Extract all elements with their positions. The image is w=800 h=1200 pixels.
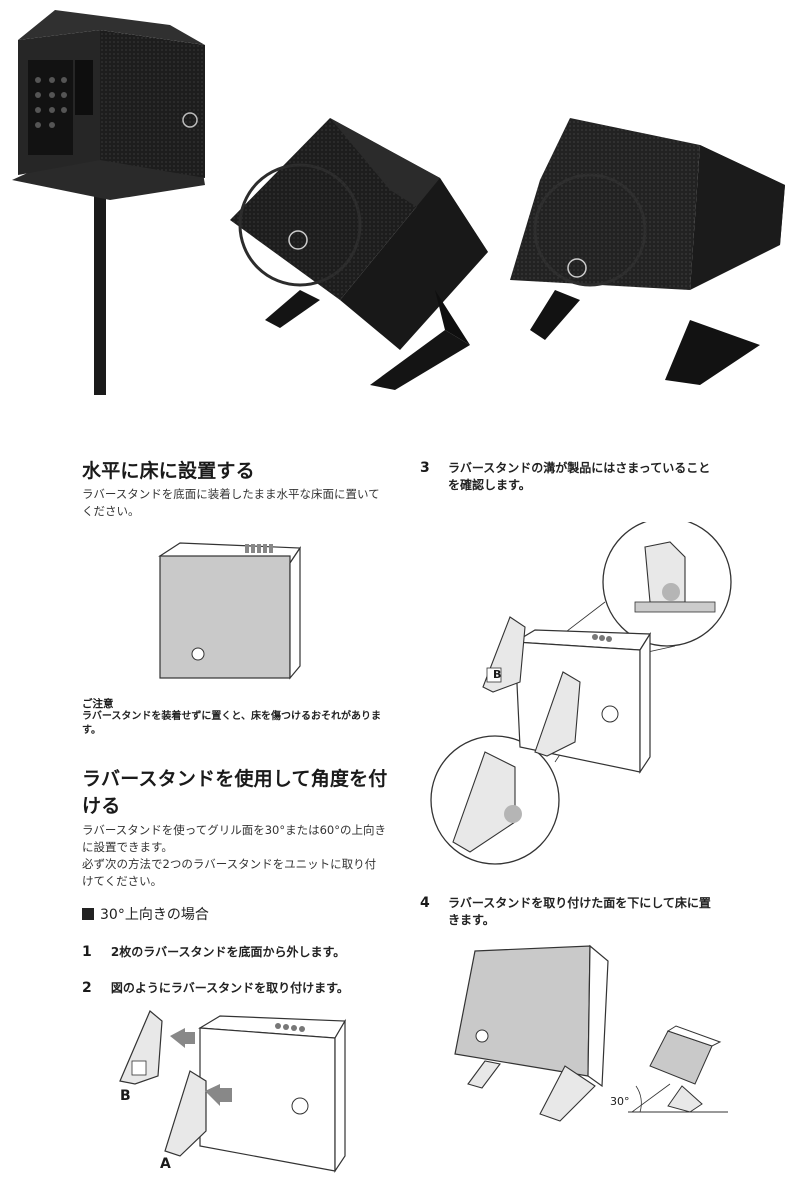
section-angle-body1: ラバースタンドを使ってグリル面を30°または60°の上向きに設置できます。 [82, 823, 386, 854]
figure-attach-stands [110, 1006, 360, 1186]
step-2-text: 図のようにラバースタンドを取り付けます。 [110, 981, 349, 995]
speaker-tilted-30-photo [510, 118, 785, 385]
step-1-text: 2枚のラバースタンドを底面から外します。 [110, 945, 346, 959]
step-4-number: 4 [420, 895, 430, 911]
step-4-text: ラバースタンドを取り付けた面を下にして床に置きます。 [448, 896, 711, 927]
floor-30-drawing [454, 944, 728, 1122]
section-level-title: 水平に床に設置する [82, 460, 255, 482]
section-angle-title: ラバースタンドを使用して角度を付ける [82, 768, 388, 817]
label-angle-30: 30° [610, 1095, 630, 1108]
step-1-number: 1 [82, 944, 92, 960]
figure-groove-check [425, 522, 735, 867]
step-4: 4 ラバースタンドを取り付けた面を下にして床に置きます。 [420, 895, 740, 929]
attach-stands-drawing [119, 1010, 347, 1173]
step-1: 1 2枚のラバースタンドを底面から外します。 [82, 941, 345, 961]
section-level-body: ラバースタンドを底面に装着したまま水平な床面に置いてください。 [82, 487, 380, 518]
caution-body: ラバースタンドを装着せずに置くと、床を傷つけるおそれがあります。 [82, 711, 381, 736]
step-2-number: 2 [82, 980, 92, 996]
label-stand-b: B [120, 1088, 131, 1104]
step-2: 2 図のようにラバースタンドを取り付けます。 [82, 977, 349, 997]
subheading-30-text: 30°上向きの場合 [100, 907, 209, 923]
speaker-photos [12, 10, 785, 395]
figure-level-placement [150, 538, 310, 683]
step-3-number: 3 [420, 460, 430, 476]
step-3-text: ラバースタンドの溝が製品にはさまっていることを確認します。 [448, 461, 711, 492]
speaker-level-drawing [158, 542, 302, 680]
groove-check-drawing [430, 522, 732, 865]
square-bullet-icon [82, 908, 94, 920]
product-photo-strip [0, 0, 800, 400]
speaker-tilted-60-photo [230, 118, 488, 390]
subheading-30: 30°上向きの場合 [82, 905, 209, 925]
step-3: 3 ラバースタンドの溝が製品にはさまっていることを確認します。 [420, 460, 740, 494]
speaker-on-pole-photo [12, 10, 205, 395]
section-angle-body2: 必ず次の方法で2つのラバースタンドをユニットに取り付けてください。 [82, 857, 377, 888]
label-small-b: B [493, 668, 502, 681]
label-stand-a: A [160, 1156, 171, 1172]
caution-title: ご注意 [82, 698, 114, 710]
figure-floor-30 [440, 936, 730, 1131]
